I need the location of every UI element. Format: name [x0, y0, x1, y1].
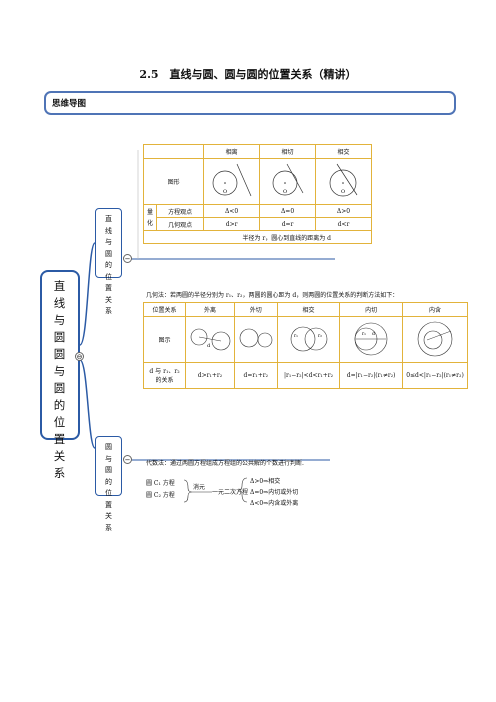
circle2-equation: 圆 C₂ 方程	[146, 492, 175, 499]
header-outer-tangent: 外切	[233, 302, 278, 317]
header-tangent: 相切	[259, 144, 317, 159]
svg-text:d: d	[372, 331, 375, 337]
mindmap-banner: 思维导图	[44, 91, 456, 115]
condition: 0≤d<|r₁−r₂|(r₁≠r₂)	[402, 362, 468, 389]
root-collapse-toggle[interactable]: ⊖	[75, 352, 84, 361]
figure-intersect: O	[315, 158, 372, 205]
cell: Δ=0	[259, 204, 317, 218]
root-char: 与	[53, 313, 67, 327]
header-separate: 相离	[203, 144, 261, 159]
root-char: 圆	[53, 330, 67, 344]
root-char: 位	[53, 415, 67, 429]
svg-text:r₂: r₂	[318, 334, 322, 339]
figure-outer-separate: d	[185, 316, 235, 363]
branch-char: 与	[105, 454, 112, 463]
root-char: 圆	[53, 347, 67, 361]
header-intersect: 相交	[315, 144, 372, 159]
svg-text:d: d	[207, 343, 211, 349]
branch2-collapse-toggle[interactable]: −	[123, 455, 132, 464]
branch-char: 圆	[105, 466, 112, 474]
figure-separate: O	[203, 158, 261, 205]
row-label: 方程观点	[155, 204, 205, 218]
figure-outer-tangent	[233, 316, 278, 363]
branch-circle-circle[interactable]: 圆 与 圆 的 位 置 关 系	[95, 436, 122, 532]
header-contain: 内含	[402, 302, 468, 317]
elimination-bracket	[183, 477, 248, 503]
root-char: 圆	[53, 381, 67, 395]
branch-char: 系	[105, 307, 112, 315]
figure-contain	[402, 316, 468, 363]
eliminate-label: 消元	[193, 484, 206, 491]
circle-circle-table: 位置关系 外离 外切 相交 内切 内含 图示 d r₁	[142, 302, 468, 389]
root-char: 置	[53, 432, 67, 446]
row-label: 几何观点	[155, 217, 205, 231]
branch-char: 位	[105, 272, 112, 281]
condition: d=r₁+r₂	[233, 362, 278, 389]
branch-char: 关	[105, 512, 112, 520]
cell: d>r	[203, 217, 261, 231]
page-title: 2.5 直线与圆、圆与圆的位置关系（精讲）	[139, 68, 357, 81]
svg-text:O: O	[223, 189, 227, 195]
root-char: 线	[53, 296, 67, 310]
header-outer-separate: 外离	[185, 302, 235, 317]
branch-char: 与	[105, 238, 112, 246]
circle1-equation: 圆 C₁ 方程	[146, 480, 175, 487]
branch-char: 置	[105, 284, 112, 292]
branch-char: 圆	[105, 249, 112, 258]
cell: Δ>0	[315, 204, 372, 218]
condition: d=|r₁−r₂|(r₁≠r₂)	[339, 362, 403, 389]
branch-char: 线	[105, 226, 112, 235]
case-positive: Δ>0⇒相交	[250, 478, 281, 485]
svg-text:O: O	[341, 189, 345, 195]
line-circle-table: 相离 相切 相交 图形 O O O	[142, 144, 372, 244]
branch-char: 直	[105, 215, 112, 223]
figure-intersect: r₁ r₂	[276, 316, 341, 363]
branch-char: 的	[105, 261, 112, 269]
branch-char: 的	[105, 477, 112, 486]
branch-char: 圆	[105, 443, 112, 451]
header-inner-tangent: 内切	[339, 302, 403, 317]
case-zero: Δ=0⇒内切或外切	[250, 489, 299, 496]
cell: d<r	[315, 217, 372, 231]
svg-text:O: O	[283, 189, 287, 195]
algebraic-method-text: 代数法：通过两圆方程组成方程组的公共解的个数进行判断.	[146, 460, 304, 467]
branch-char: 关	[105, 295, 112, 304]
header-intersect: 相交	[276, 302, 341, 317]
root-char: 的	[53, 398, 67, 412]
svg-text:r₁: r₁	[294, 334, 298, 339]
figure-label: 图形	[142, 158, 205, 205]
root-char: 与	[53, 364, 67, 378]
root-char: 系	[53, 466, 67, 480]
cell: d=r	[259, 217, 317, 231]
geometric-method-text: 几何法：若两圆的半径分别为 r₁、r₂，两圆的圆心距为 d，则两圆的位置关系的判…	[146, 292, 399, 299]
root-char: 直	[53, 279, 67, 293]
branch-char: 位	[105, 489, 112, 497]
condition: d>r₁+r₂	[185, 362, 235, 389]
branch-line-circle[interactable]: 直 线 与 圆 的 位 置 关 系	[95, 208, 122, 315]
root-char: 关	[53, 449, 67, 463]
figure-label: 图示	[142, 316, 187, 363]
svg-text:r₁: r₁	[362, 332, 366, 337]
root-node[interactable]: 直 线 与 圆 圆 与 圆 的 位 置 关 系	[40, 270, 80, 480]
branch-char: 系	[105, 523, 112, 532]
case-negative: Δ<0⇒内含或外离	[250, 500, 299, 507]
quantify-label: 量化	[143, 204, 157, 231]
table-note: 半径为 r，圆心到直线的距离为 d	[143, 230, 372, 244]
branch1-collapse-toggle[interactable]: −	[123, 254, 132, 263]
figure-tangent: O	[259, 158, 317, 205]
branch-char: 置	[105, 500, 112, 509]
condition: |r₁−r₂|<d<r₁+r₂	[276, 362, 341, 389]
cell: Δ<0	[203, 204, 261, 218]
header-position: 位置关系	[142, 302, 187, 317]
figure-inner-tangent: r₁ d	[339, 316, 403, 363]
quadratic-label: 一元二次方程	[212, 489, 249, 496]
